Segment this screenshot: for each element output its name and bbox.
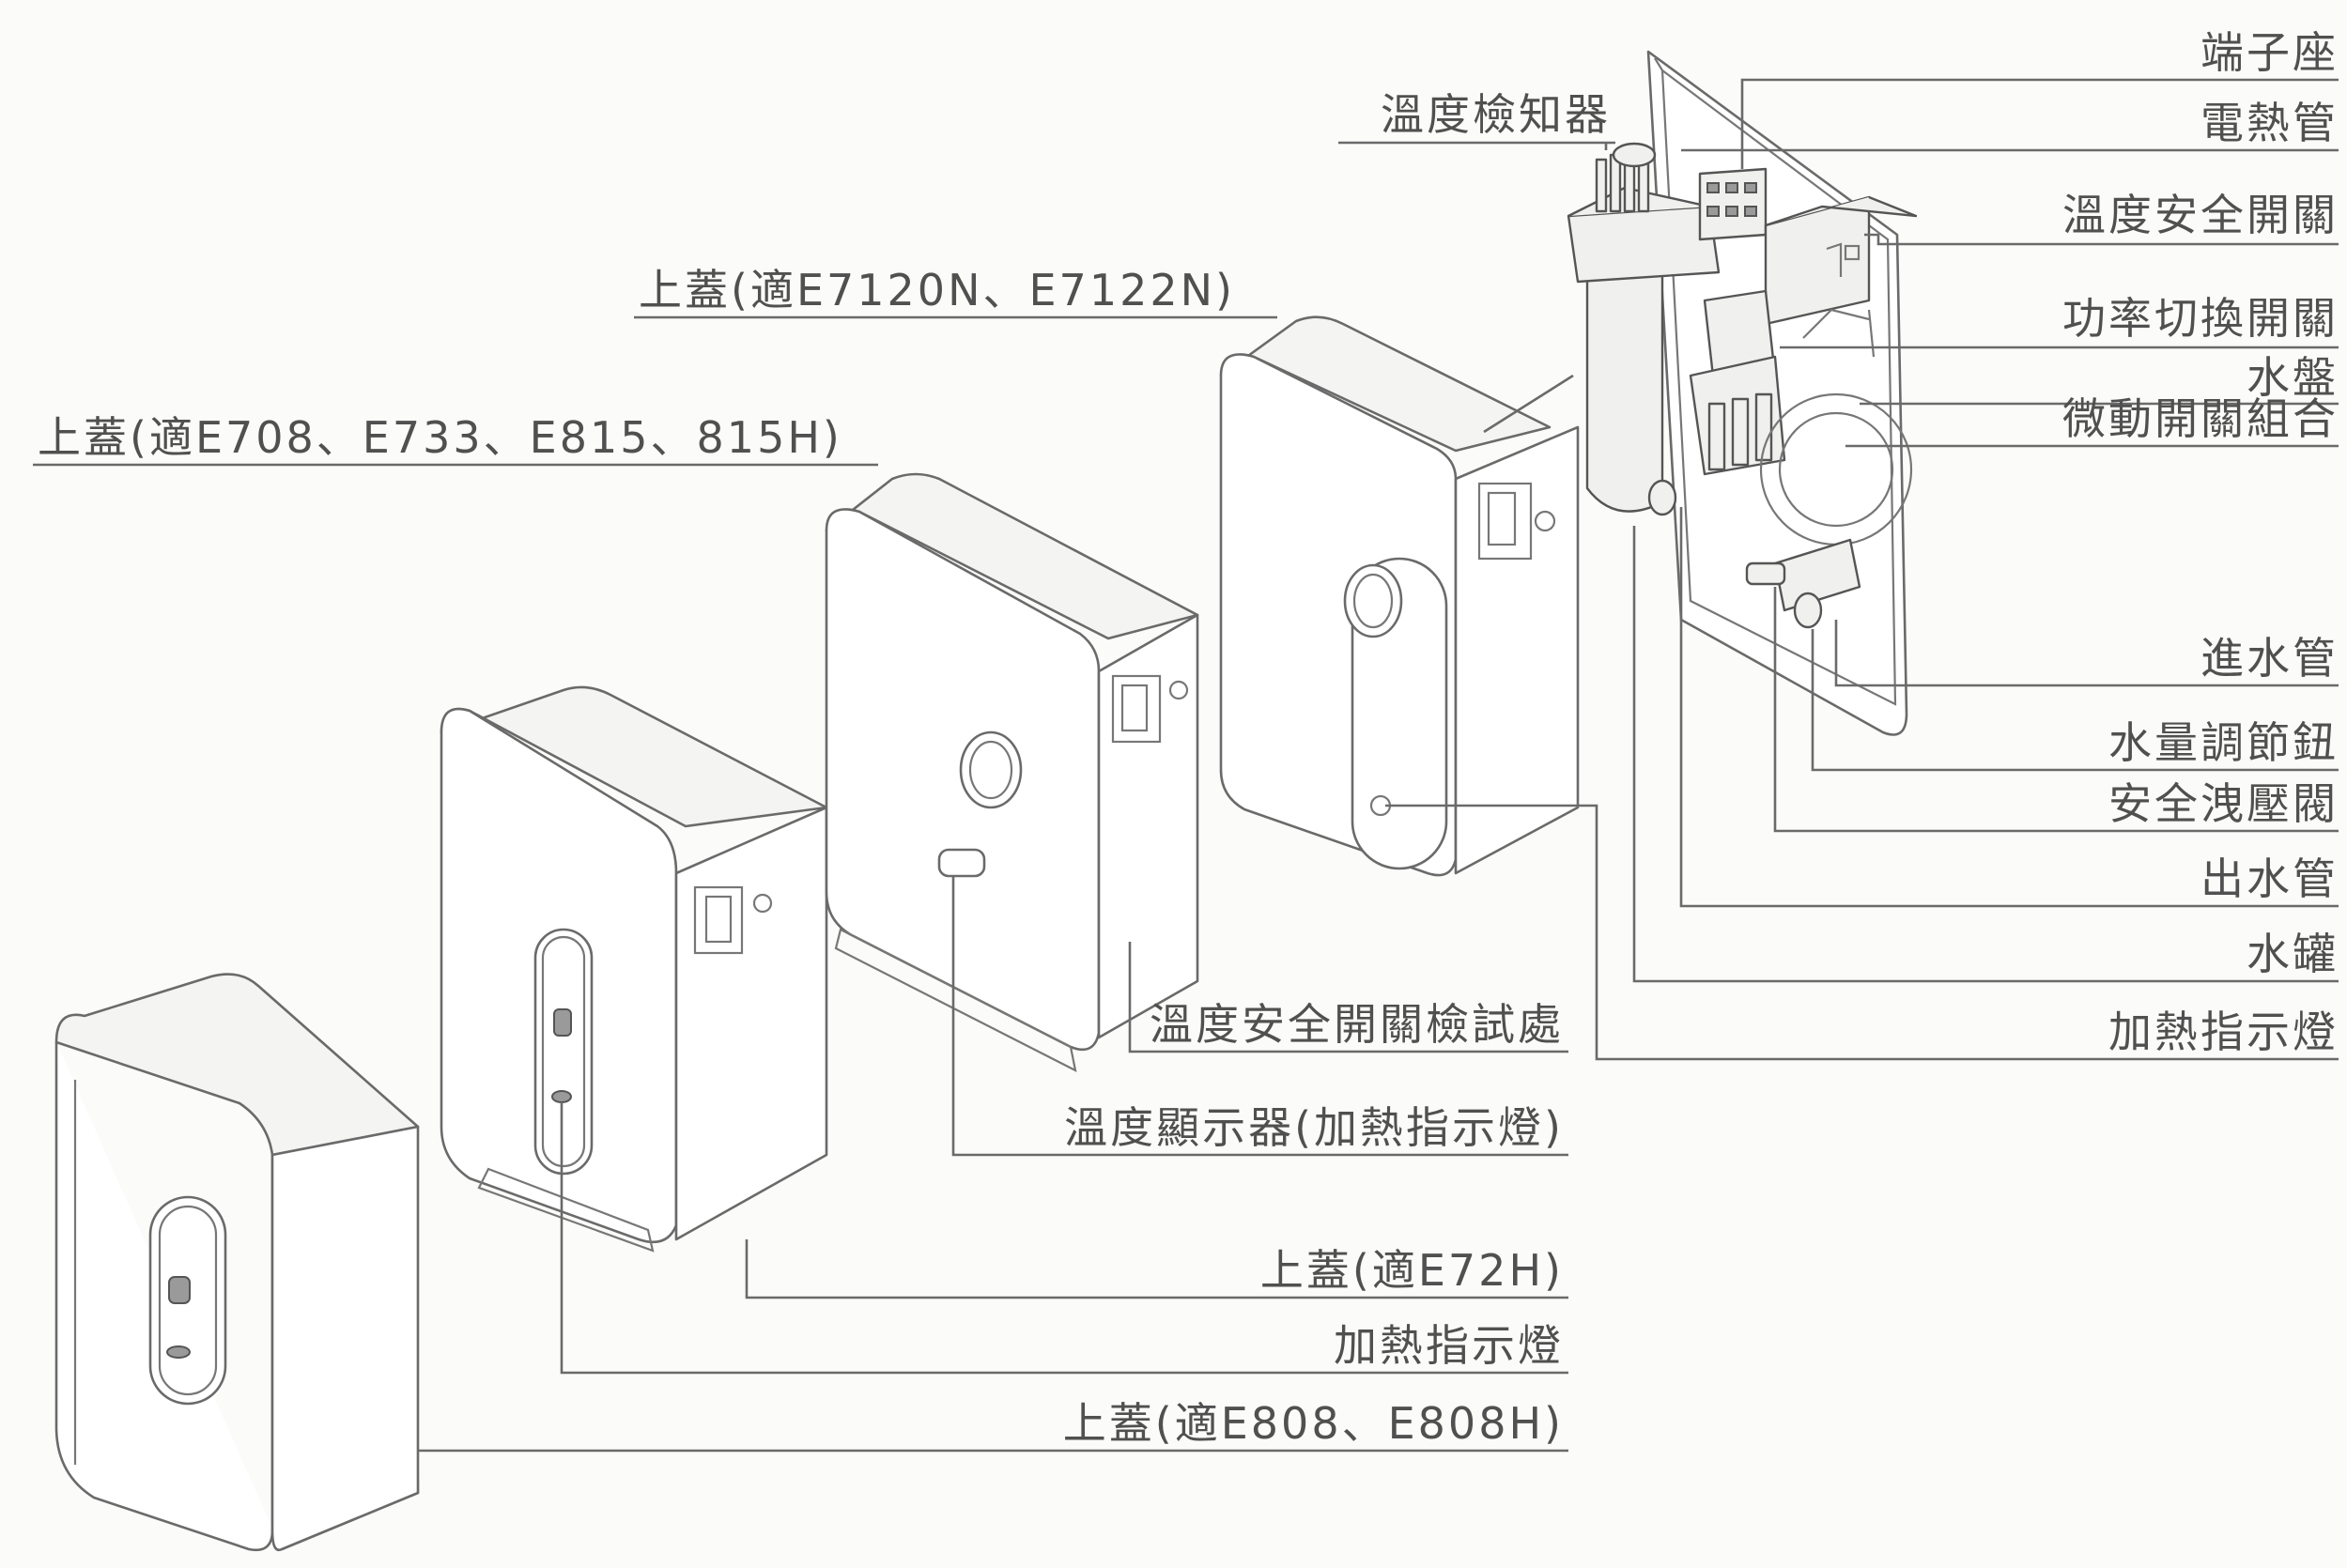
cover-e808 bbox=[54, 973, 420, 1552]
part-labels: 端子座 電熱管 溫度安全開關 功率切換開關 水盤 微動開關組合 溫度檢知器 進水… bbox=[38, 27, 2339, 1449]
label-inlet-pipe: 進水管 bbox=[2200, 633, 2339, 684]
label-cover-e7120n: 上蓋(適E7120N、E7122N) bbox=[639, 265, 1235, 315]
label-cover-e708: 上蓋(適E708、E733、E815、815H) bbox=[38, 412, 842, 463]
label-cover-e72h: 上蓋(適E72H) bbox=[1260, 1245, 1564, 1296]
label-temp-display: 溫度顯示器(加熱指示燈) bbox=[1064, 1102, 1564, 1153]
label-temp-sensor: 溫度檢知器 bbox=[1381, 89, 1611, 140]
label-heating-indicator-center: 加熱指示燈 bbox=[1334, 1320, 1564, 1371]
leader-lines bbox=[418, 78, 2339, 1453]
label-terminal-block: 端子座 bbox=[2200, 27, 2339, 78]
cover-e708 bbox=[825, 472, 1199, 1073]
label-temp-safety-switch: 溫度安全開關 bbox=[2062, 190, 2339, 240]
label-relief-valve: 安全洩壓閥 bbox=[2108, 778, 2339, 829]
label-micro-switch-assembly: 微動開關組合 bbox=[2062, 393, 2339, 444]
label-water-tank: 水罐 bbox=[2247, 929, 2339, 979]
label-cover-e808: 上蓋(適E808、E808H) bbox=[1063, 1398, 1564, 1449]
label-water-tray: 水盤 bbox=[2247, 352, 2339, 403]
label-temp-safety-test-point: 溫度安全開關檢試處 bbox=[1150, 999, 1564, 1050]
label-outlet-pipe: 出水管 bbox=[2200, 853, 2339, 904]
label-power-switch: 功率切換開關 bbox=[2062, 293, 2339, 344]
label-heating-indicator-right: 加熱指示燈 bbox=[2108, 1007, 2339, 1057]
label-flow-knob: 水量調節鈕 bbox=[2108, 717, 2339, 768]
cover-e72h bbox=[440, 685, 828, 1253]
label-heating-tube: 電熱管 bbox=[2200, 98, 2339, 148]
cover-e7120n bbox=[1219, 315, 1580, 877]
heater-internal-unit bbox=[1567, 50, 1918, 736]
